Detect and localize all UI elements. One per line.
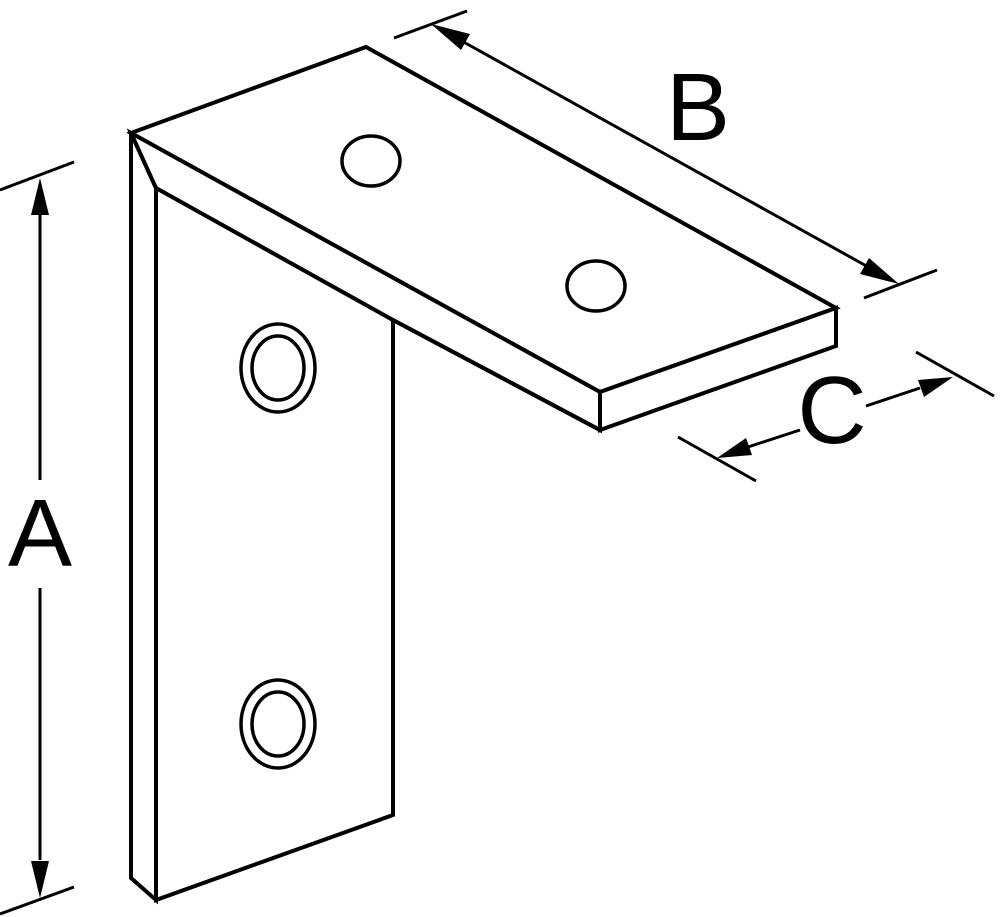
dimension-a: A — [0, 160, 75, 916]
dimension-c-extension-left — [677, 435, 757, 483]
inner-corner-seam — [391, 318, 602, 432]
countersunk-hole-upper — [239, 322, 317, 414]
dimension-c-line-left — [744, 428, 801, 450]
dimension-b-line — [459, 38, 871, 270]
dimension-b-extension-right — [863, 268, 938, 300]
dimension-b-label: B — [666, 54, 730, 161]
top-hole-2 — [565, 259, 627, 313]
dimension-c-line-right — [865, 386, 921, 408]
dimension-a-extension-bottom — [0, 885, 75, 916]
dimension-c-label: C — [797, 357, 866, 464]
top-hole-1 — [340, 134, 402, 188]
dimension-a-arrow-bottom — [31, 861, 49, 898]
horizontal-leg-end-face — [598, 305, 838, 433]
dimension-b-arrow-left — [431, 24, 470, 50]
dimension-c-arrow-right — [918, 377, 953, 397]
countersunk-hole-lower — [239, 678, 317, 770]
dimension-b-extension-left — [393, 9, 468, 40]
dimension-c-extension-right — [915, 350, 995, 398]
dimension-b-arrow-right — [860, 258, 899, 284]
dimension-a-extension-top — [0, 160, 75, 192]
dimension-a-label: A — [8, 480, 72, 587]
vertical-leg-edge — [129, 132, 158, 905]
dimension-b: B — [393, 9, 938, 300]
dimension-c: C — [677, 350, 995, 483]
dimension-a-arrow-top — [31, 178, 49, 215]
dimension-c-arrow-left — [717, 438, 752, 458]
